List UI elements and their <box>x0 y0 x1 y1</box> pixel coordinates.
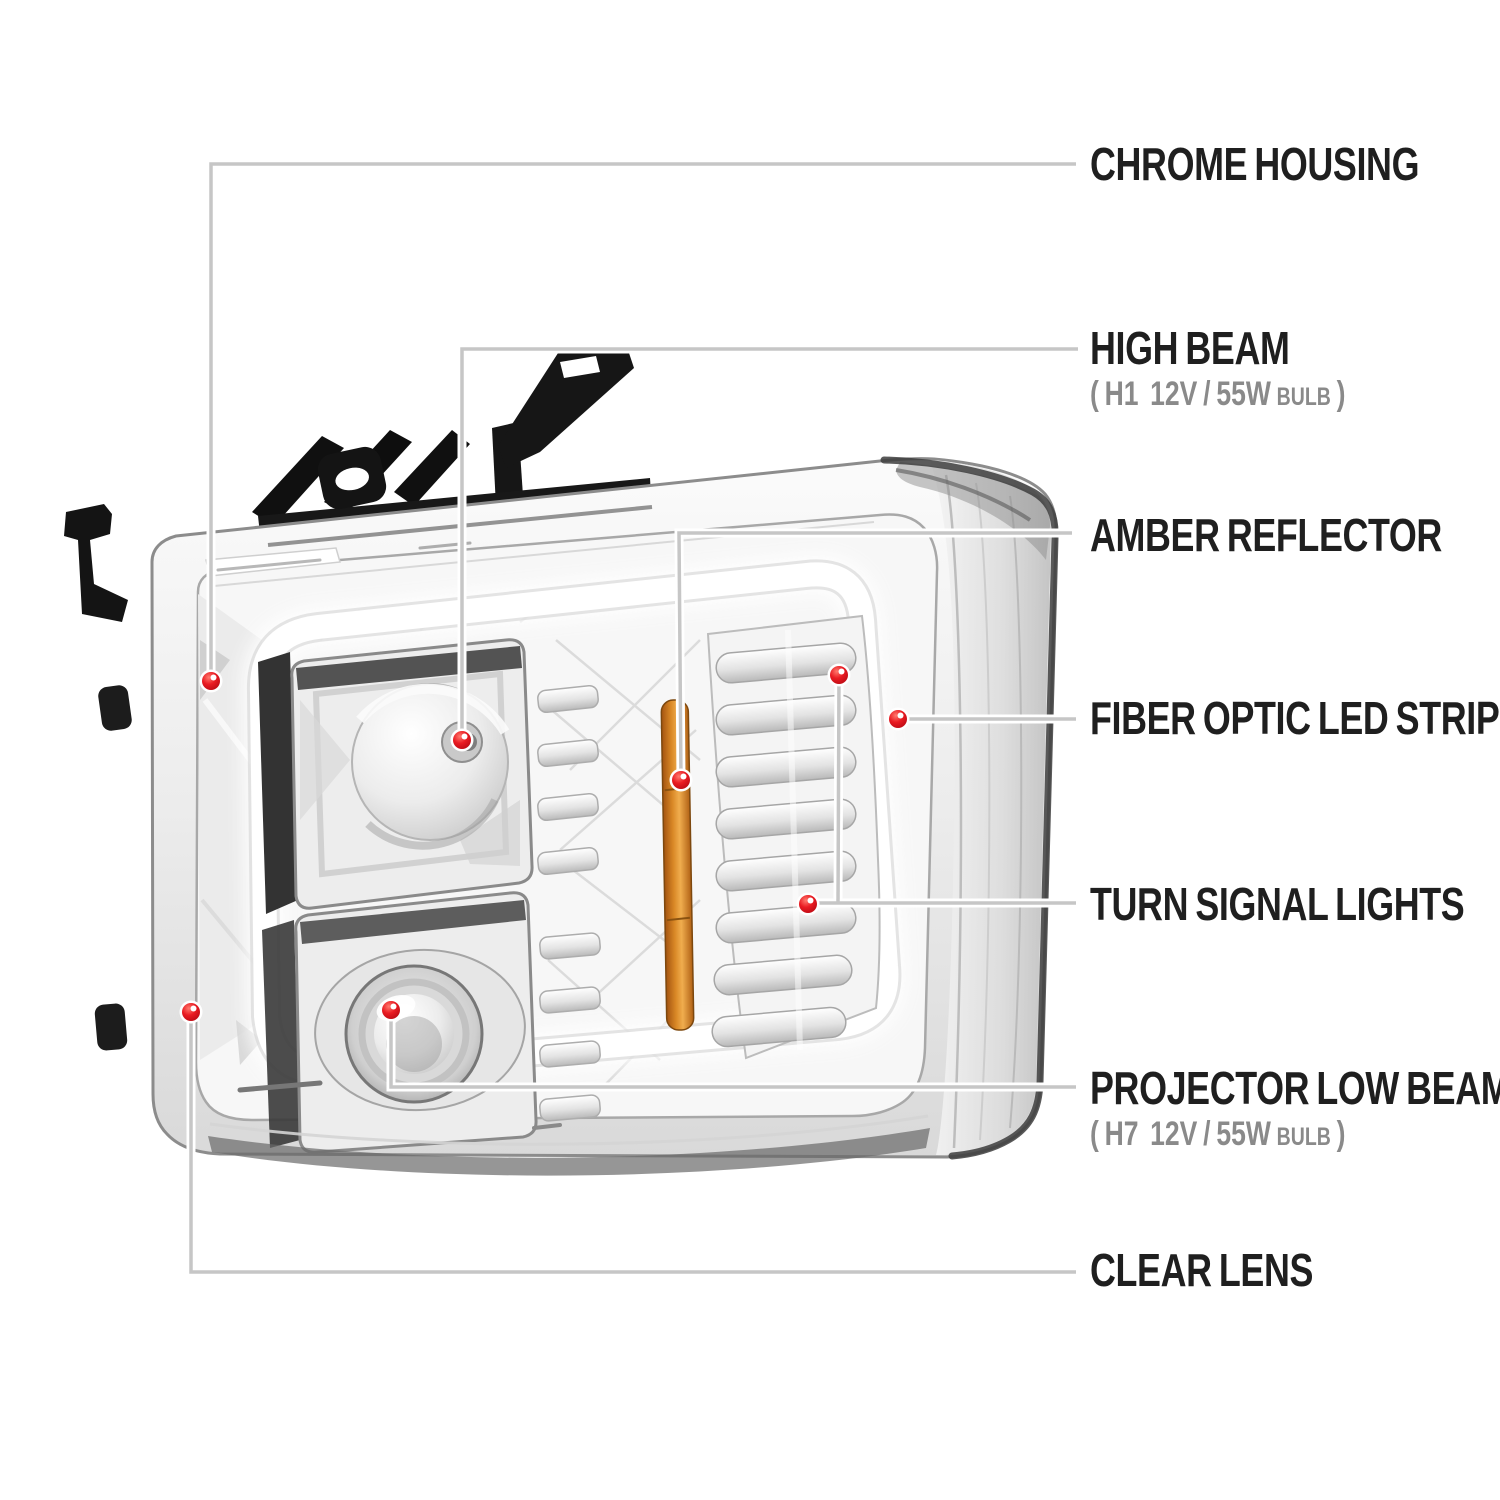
callout-dot-turn-signal-lights <box>827 663 851 687</box>
callout-line-projector-low-beam <box>389 1010 1076 1089</box>
housing-side-cap <box>880 456 1059 1160</box>
callout-dot-fiber-optic-led-strip <box>886 707 910 731</box>
bracket-tab <box>317 446 387 510</box>
callout-line-clear-lens <box>189 1012 1076 1274</box>
headlight-illustration <box>64 350 1059 1176</box>
callout-layer <box>179 159 1078 1277</box>
callout-line-amber-reflector <box>677 531 1072 781</box>
callout-line-chrome-housing <box>209 162 1076 681</box>
callout-dot-projector-low-beam <box>379 998 403 1022</box>
left-nub-lower <box>94 1003 128 1051</box>
left-mounting-hook <box>64 504 128 622</box>
high-beam-unit <box>258 638 599 914</box>
callout-line-turn-signal-lights <box>836 674 841 904</box>
left-nub-upper <box>98 685 132 731</box>
bracket-slot-hole <box>560 356 600 378</box>
callout-dot-chrome-housing <box>199 669 223 693</box>
callout-dot-turn-signal-lights <box>796 892 820 916</box>
bottom-lip <box>208 1080 930 1176</box>
high-beam-ribs <box>537 684 599 876</box>
low-beam-ribs <box>539 932 601 1122</box>
callout-dot-amber-reflector <box>669 768 693 792</box>
callout-line-high-beam <box>460 347 1078 740</box>
callout-dot-clear-lens <box>179 1000 203 1024</box>
turn-signal-ribs <box>706 614 881 1060</box>
callout-dot-high-beam <box>450 728 474 752</box>
